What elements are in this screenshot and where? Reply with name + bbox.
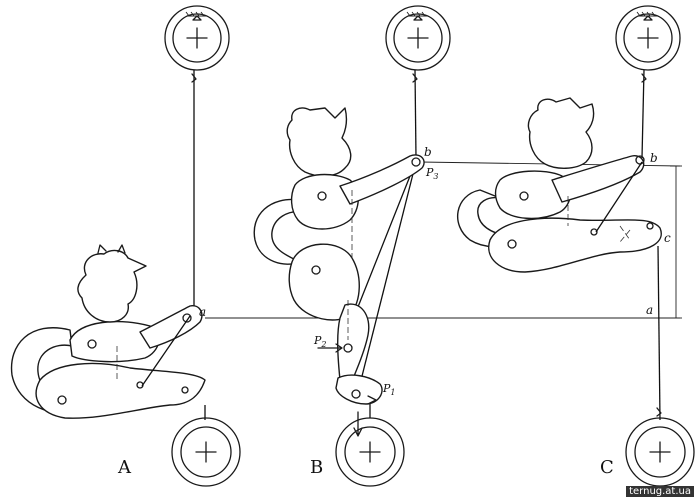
figure-a	[10, 244, 206, 419]
labels: A B C a b P3 P2 P1 b a c	[117, 145, 671, 478]
arrow-p2	[317, 343, 343, 353]
label-p1: P1	[382, 382, 396, 397]
arm-b	[339, 154, 425, 205]
arrow-down-b	[353, 411, 363, 437]
label-a-panel-c: a	[646, 303, 653, 317]
pulley-top-c	[615, 5, 681, 71]
leg-c	[488, 217, 662, 273]
head-c	[527, 97, 595, 169]
panel-letter-b: B	[310, 457, 323, 478]
label-a-panel-a: a	[199, 305, 206, 319]
label-p2: P2	[313, 334, 327, 349]
label-dimension-c: c	[664, 231, 671, 245]
torso-c	[494, 170, 572, 220]
arm-a	[139, 305, 203, 349]
pulley-bottom-b	[335, 417, 405, 487]
pulley-top-b	[385, 5, 451, 71]
panel-letter-a: A	[117, 457, 132, 478]
head-b	[286, 107, 352, 177]
head-a	[77, 249, 147, 323]
label-b-panel-b: b	[424, 145, 432, 159]
arrow-p1	[367, 395, 377, 405]
figure-b	[253, 107, 425, 437]
label-p3: P3	[425, 166, 439, 181]
figure-c	[457, 97, 662, 273]
leg-a	[35, 362, 206, 419]
pulley-bottom-a	[171, 417, 241, 487]
strings	[191, 69, 662, 421]
pulley-bottom-c	[625, 417, 695, 487]
pulley-top-a	[164, 5, 230, 71]
panel-letter-c: C	[600, 457, 614, 478]
ears-a	[97, 244, 126, 254]
label-b-panel-c: b	[650, 151, 658, 165]
watermark: ternug.at.ua	[626, 486, 694, 497]
shin-b	[337, 303, 370, 383]
